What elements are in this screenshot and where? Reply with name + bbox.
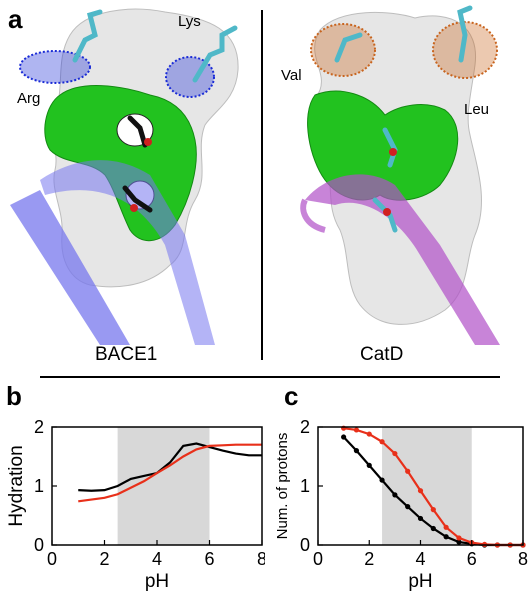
series-1-point — [430, 507, 436, 513]
caption-catd: CatD — [360, 344, 404, 365]
x-tick-label: 6 — [467, 549, 477, 569]
x-tick-label: 4 — [415, 549, 425, 569]
residue-label-arg: Arg — [17, 90, 41, 107]
x-tick-label: 8 — [518, 549, 528, 569]
bace1-blue-ribbon — [10, 190, 130, 345]
shaded-ph-region — [382, 427, 472, 545]
series-0-point — [417, 515, 424, 522]
series-1-point — [417, 488, 424, 494]
series-0-point — [456, 539, 462, 545]
y-tick-label: 0 — [34, 535, 44, 555]
panel-label-b: b — [6, 381, 22, 411]
series-0-point — [379, 477, 385, 483]
panel-label-a: a — [8, 4, 23, 34]
caption-bace1: BACE1 — [95, 344, 158, 365]
series-1-point — [366, 431, 372, 437]
x-tick-label: 6 — [204, 549, 214, 569]
residue-label-val: Val — [281, 67, 302, 84]
panel-divider-vertical — [261, 10, 263, 360]
residue-label-lys: Lys — [178, 13, 201, 30]
series-1-point — [379, 439, 385, 445]
series-1-point — [456, 535, 462, 541]
x-tick-label: 2 — [364, 549, 374, 569]
arg-mesh — [19, 50, 91, 84]
series-0-point — [443, 534, 449, 540]
series-0-point — [392, 492, 398, 498]
x-tick-label: 8 — [257, 549, 265, 569]
series-0-point — [430, 525, 436, 532]
y-axis-label: Hydration — [6, 445, 27, 526]
bace1-structure-image — [10, 8, 239, 345]
x-tick-label: 2 — [99, 549, 109, 569]
catd-magenta-ribbon — [305, 174, 500, 345]
x-tick-label: 0 — [313, 549, 323, 569]
x-axis-label: pH — [145, 571, 169, 592]
hydration-chart: 0 2 4 6 8 0 1 2 pH Hydration — [6, 417, 265, 592]
series-0-point — [405, 504, 411, 510]
series-0-point — [353, 448, 360, 454]
y-tick-label: 0 — [300, 535, 310, 555]
x-tick-label: 0 — [47, 549, 57, 569]
y-tick-label: 1 — [300, 476, 310, 496]
series-1-point — [353, 427, 360, 433]
residue-label-leu: Leu — [464, 101, 490, 118]
series-0-point — [366, 462, 372, 468]
series-line-1 — [78, 443, 262, 503]
x-axis-label: pH — [408, 571, 432, 592]
catd-structure-image — [300, 5, 500, 345]
y-axis-label: Num. of protons — [274, 433, 291, 540]
series-1-point — [405, 468, 411, 474]
x-tick-label: 4 — [152, 549, 162, 569]
panel-divider-horizontal — [40, 376, 500, 378]
series-1-point — [392, 450, 398, 457]
series-1-point — [443, 524, 449, 530]
catd-green-surface — [307, 90, 459, 201]
panel-label-c: c — [284, 381, 299, 411]
y-tick-label: 2 — [300, 417, 310, 437]
series-line-0 — [78, 442, 262, 492]
protons-chart: 0 2 4 6 8 0 1 2 pH Num. of protons — [274, 417, 528, 592]
y-tick-label: 2 — [34, 417, 44, 437]
y-tick-label: 1 — [34, 476, 44, 496]
series-0-point — [341, 434, 347, 440]
